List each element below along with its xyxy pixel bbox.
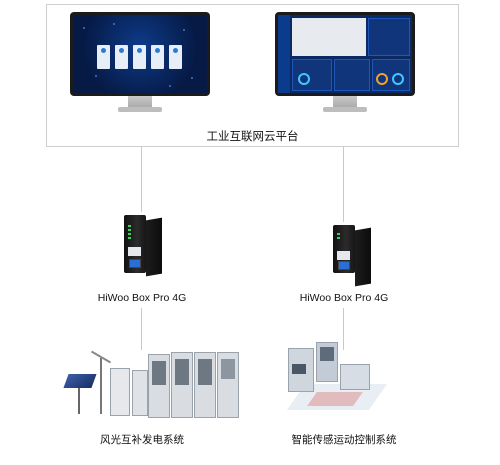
dashboard-screen-left bbox=[73, 15, 207, 93]
connector-line bbox=[343, 308, 344, 350]
motion-control-equipment-icon bbox=[272, 340, 388, 412]
system-label-right: 智能传感运动控制系统 bbox=[291, 434, 397, 446]
dashboard-screen-right bbox=[278, 15, 412, 93]
gateway-label-left: HiWoo Box Pro 4G bbox=[97, 292, 187, 304]
connector-line bbox=[141, 308, 142, 350]
wind-solar-equipment-icon bbox=[60, 348, 240, 423]
connector-line bbox=[343, 147, 344, 222]
system-label-left: 风光互补发电系统 bbox=[100, 434, 184, 446]
connector-line bbox=[141, 147, 142, 212]
monitor-right-icon bbox=[275, 12, 415, 116]
monitor-left-icon bbox=[70, 12, 210, 116]
platform-label: 工业互联网云平台 bbox=[206, 131, 299, 143]
gateway-label-right: HiWoo Box Pro 4G bbox=[299, 292, 389, 304]
